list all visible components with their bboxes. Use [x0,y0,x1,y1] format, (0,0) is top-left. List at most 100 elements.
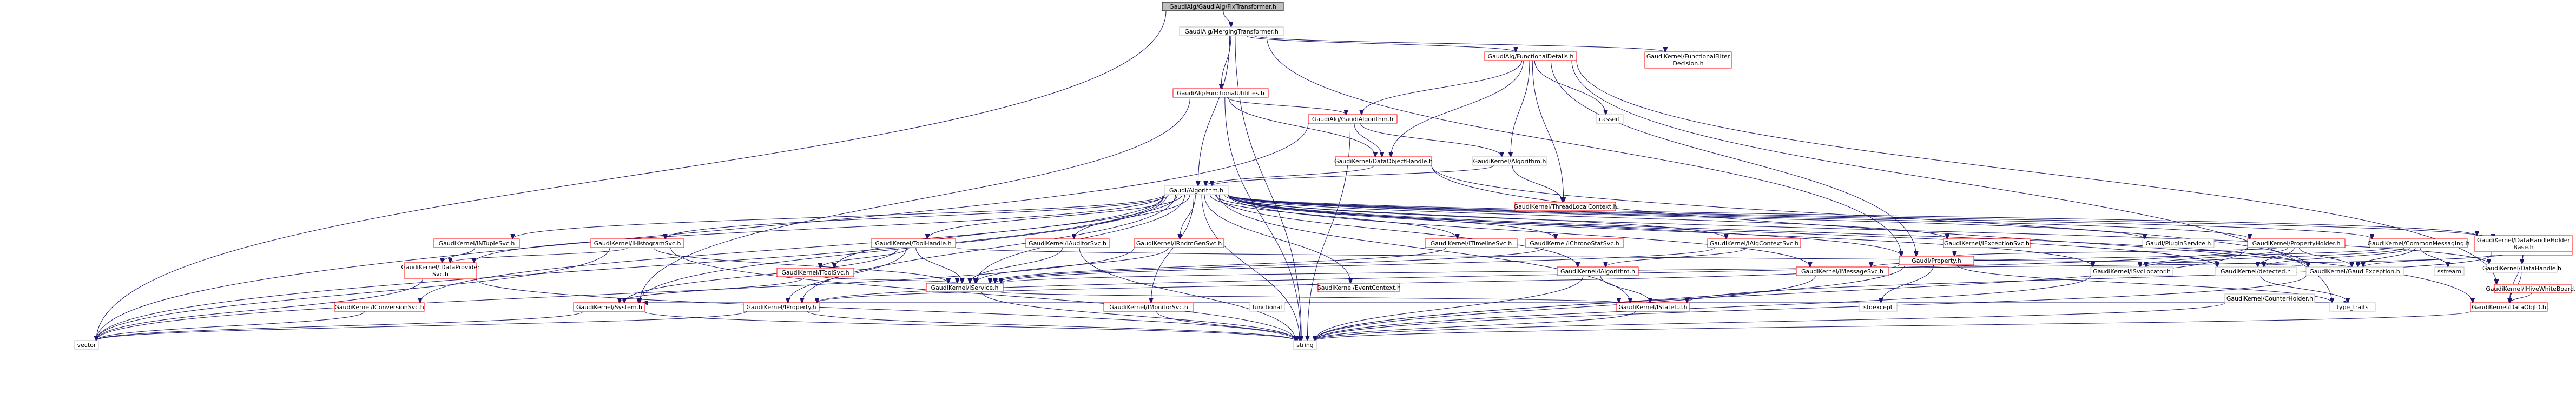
node-label: GaudiKernel/DataHandleHolder [2477,237,2570,244]
edge-n_iprop-to-n_vec [96,311,747,341]
node-ihist[interactable]: GaudiKernel/IHistogramSvc.h [590,238,684,248]
node-dhd[interactable]: GaudiKernel/DataHandle.h [2482,263,2561,273]
node-mt[interactable]: GaudiAlg/MergingTransformer.h [1179,26,1284,36]
node-box [743,302,820,312]
node-box [2090,266,2173,276]
edge-n_idp-to-n_vec [96,278,423,341]
node-ga[interactable]: GaudiAlg/GaudiAlgorithm.h [1308,114,1398,124]
node-box [1514,202,1616,211]
node-ims[interactable]: GaudiKernel/IMessageSvc.h [1796,266,1889,276]
node-label: GaudiKernel/IConversionSvc.h [334,304,424,311]
node-alg[interactable]: GaudiKernel/Algorithm.h [1472,156,1547,166]
edge-n_ph-to-n_gexc [2298,247,2351,267]
edge-n_doid-to-n_str [1315,311,2471,341]
node-iac[interactable]: GaudiKernel/IAlgContextSvc.h [1707,238,1801,248]
node-isl[interactable]: GaudiKernel/ISvcLocator.h [2090,266,2173,276]
node-ichr[interactable]: GaudiKernel/IChronoStatSvc.h [1525,238,1624,248]
node-box [1425,238,1518,248]
node-ph[interactable]: GaudiKernel/PropertyHolder.h [2247,238,2346,248]
node-cm[interactable]: GaudiKernel/CommonMessaging.h [2367,238,2470,248]
edge-n_iaud-to-n_str [1079,247,1295,341]
edge-n_mt-to-n_ffd [1254,35,1665,52]
edge-n_fd-to-n_cas [1534,60,1605,115]
edge-n_fd-to-n_ga [1361,60,1523,115]
node-box [433,238,520,248]
node-iwb[interactable]: GaudiKernel/IHiveWhiteBoard.h [2486,284,2576,293]
edge-n_isl-to-n_str [1315,275,2091,341]
node-ch[interactable]: GaudiKernel/CounterHolder.h [2224,293,2315,303]
node-str[interactable]: string [1293,340,1317,350]
node-label: GaudiAlg/GaudiAlgorithm.h [1312,116,1393,123]
node-box [590,238,684,248]
node-icnv[interactable]: GaudiKernel/IConversionSvc.h [334,302,425,312]
node-iexc[interactable]: GaudiKernel/IExceptionSvc.h [1943,238,2031,248]
node-func[interactable]: functional [1249,302,1285,312]
node-label: GaudiKernel/ThreadLocalContext.h [1513,203,1617,210]
node-box [1596,114,1624,124]
node-box [404,262,477,279]
edge-n_fd-to-n_alg [1511,60,1530,157]
node-imon[interactable]: GaudiKernel/IMonitorSvc.h [1103,302,1194,312]
node-cas[interactable]: cassert [1596,114,1624,124]
node-box [2329,302,2376,312]
node-dh[interactable]: GaudiKernel/DataObjectHandle.h [1334,156,1433,166]
node-label: GaudiKernel/IMessageSvc.h [1801,268,1883,275]
edge-n_mt-to-n_prop [1266,35,1901,256]
node-box [1025,238,1110,248]
edge-n_ga2-to-n_th [927,194,1183,239]
node-label: GaudiKernel/PropertyHolder.h [2252,240,2341,247]
node-sstr[interactable]: sstream [2434,266,2465,276]
node-isvc[interactable]: GaudiKernel/IService.h [926,283,1004,292]
edge-n_cm-to-n_sstr [2420,247,2448,267]
node-stde[interactable]: stdexcept [1859,302,1898,312]
node-det[interactable]: GaudiKernel/detected.h [2215,266,2297,276]
edge-n_ga-to-n_dh [1354,123,1382,157]
edge-n_ga2-to-n_plug [1228,194,2145,239]
node-label: sstream [2437,268,2461,275]
node-ialg[interactable]: GaudiKernel/IAlgorithm.h [1557,266,1639,276]
edge-n_ga2-to-n_iprop [802,194,1176,303]
edge-n_ga2-to-n_ihist [666,194,1169,239]
node-label: GaudiKernel/ITimelineSvc.h [1431,240,1512,247]
node-gexc[interactable]: GaudiKernel/GaudiException.h [2305,266,2404,276]
node-th[interactable]: GaudiKernel/ToolHandle.h [871,238,956,248]
node-irnd[interactable]: GaudiKernel/IRndmGenSvc.h [1134,238,1224,248]
node-box [871,238,956,248]
node-prop[interactable]: Gaudi/Property.h [1899,256,1974,265]
node-label: GaudiAlg/GaudiAlg/FixTransformer.h [1169,3,1276,10]
node-its[interactable]: GaudiKernel/IToolSvc.h [776,268,854,277]
node-fu[interactable]: GaudiAlg/FunctionalUtilities.h [1172,88,1269,98]
node-fd[interactable]: GaudiAlg/FunctionalDetails.h [1484,51,1577,61]
node-iprop[interactable]: GaudiKernel/IProperty.h [743,302,820,312]
node-ga2[interactable]: Gaudi/Algorithm.h [1164,185,1229,195]
edge-n_ga2-to-n_ist [1218,194,1630,303]
node-plug[interactable]: Gaudi/PluginService.h [2142,238,2215,248]
node-ist[interactable]: GaudiKernel/IStateful.h [1616,302,1690,312]
node-tlc[interactable]: GaudiKernel/ThreadLocalContext.h [1513,202,1617,211]
node-box [2247,238,2346,248]
node-tt[interactable]: type_traits [2329,302,2376,312]
edge-n_ihist-to-n_str [670,247,1295,341]
edge-n_fu-to-n_str [1224,97,1301,341]
node-iaud[interactable]: GaudiKernel/IAuditorSvc.h [1025,238,1110,248]
node-label: GaudiKernel/DataObjectHandle.h [1334,158,1433,165]
node-sys[interactable]: GaudiKernel/System.h [573,302,645,312]
edge-n_fd-to-n_prop [1551,60,1916,256]
node-intu[interactable]: GaudiKernel/INTupleSvc.h [433,238,520,248]
node-box [1103,302,1194,312]
edge-n_prop-to-n_stde [1881,264,1934,303]
edge-n_its-to-n_sys [620,276,806,303]
edge-n_alg-to-n_ga2 [1212,165,1494,186]
node-itl[interactable]: GaudiKernel/ITimelineSvc.h [1425,238,1518,248]
node-label: Decision.h [1672,60,1703,67]
node-fx[interactable]: GaudiAlg/GaudiAlg/FixTransformer.h [1162,2,1284,11]
edge-n_imon-to-n_str [1156,311,1297,341]
node-vec[interactable]: vector [74,340,99,350]
edge-n_ga2-to-n_str [1201,194,1300,341]
node-doid[interactable]: GaudiKernel/DataObjID.h [2470,302,2548,312]
edge-n_ga2-to-n_ectx [1204,194,1350,283]
node-ectx[interactable]: GaudiKernel/EventContext.h [1316,283,1401,292]
